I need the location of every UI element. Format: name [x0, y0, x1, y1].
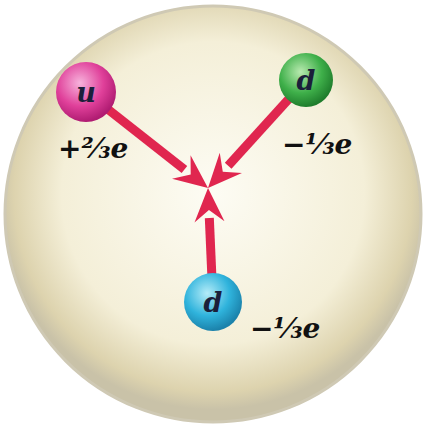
gluon-arrows — [104, 95, 293, 276]
quark-letter: d — [278, 52, 334, 108]
quark-ball: d−⅓e — [183, 272, 243, 332]
arrow-head — [172, 155, 208, 188]
charge-label: −⅓e — [282, 128, 352, 161]
charge-label: +⅔e — [58, 132, 128, 165]
quark-letter: d — [183, 272, 243, 332]
charge-label: −⅓e — [250, 312, 320, 345]
quark-ball: d−⅓e — [278, 52, 334, 108]
quark-letter: u — [55, 61, 117, 123]
arrow-head — [208, 153, 242, 188]
arrow-shaft — [205, 218, 217, 276]
neutron-sphere — [5, 6, 421, 422]
arrow-head — [195, 188, 225, 223]
quark-ball: u+⅔e — [55, 61, 117, 123]
